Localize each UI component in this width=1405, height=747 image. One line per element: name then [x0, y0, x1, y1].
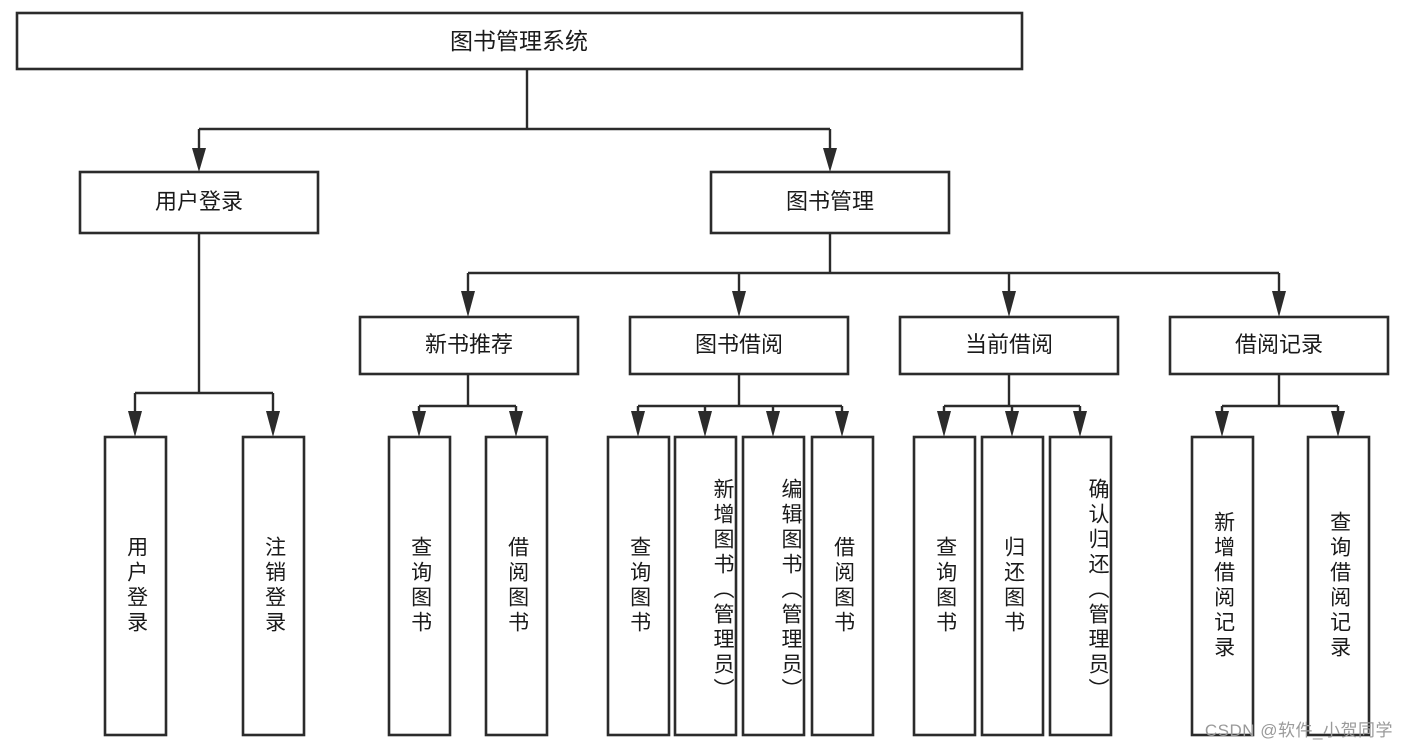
node-book-management[interactable]: 图书管理 — [709, 170, 951, 235]
leaf-node-group — [103, 435, 1371, 737]
node-current-borrow-label: 当前借阅 — [965, 332, 1053, 357]
leaf-box-return-book[interactable] — [980, 435, 1045, 737]
arrowhead-leaf-query-book-3 — [937, 411, 951, 437]
node-borrow-record-label: 借阅记录 — [1235, 332, 1323, 357]
leaf-box-borrow-book-2[interactable] — [810, 435, 875, 737]
node-current-borrow-box[interactable] — [898, 315, 1120, 376]
node-new-book-recommend-label: 新书推荐 — [425, 332, 513, 357]
arrowhead-leaf-query-record — [1331, 411, 1345, 437]
node-root-label: 图书管理系统 — [450, 28, 588, 54]
node-borrow-record-box[interactable] — [1168, 315, 1390, 376]
leaf-box-query-record[interactable] — [1306, 435, 1371, 737]
connector-group-userlogin-to-leaves — [128, 233, 280, 437]
node-root-box[interactable] — [15, 11, 1024, 71]
leaf-box-confirm-return[interactable] — [1048, 435, 1113, 737]
leaf-box-add-record[interactable] — [1190, 435, 1255, 737]
node-user-login-label: 用户登录 — [155, 189, 243, 214]
leaf-box-borrow-book-1[interactable] — [484, 435, 549, 737]
leaf-box-query-book-1[interactable] — [387, 435, 452, 737]
node-current-borrow[interactable]: 当前借阅 — [898, 315, 1120, 376]
leaf-box-query-book-3[interactable] — [912, 435, 977, 737]
node-book-management-label: 图书管理 — [786, 189, 874, 214]
connector-group-bookmgmt-to-level3 — [461, 233, 1286, 317]
arrowhead-leaf-add-book — [698, 411, 712, 437]
node-borrow-record[interactable]: 借阅记录 — [1168, 315, 1390, 376]
node-root[interactable]: 图书管理系统 — [15, 11, 1024, 71]
leaf-box-add-book[interactable] — [673, 435, 738, 737]
arrowhead-new-book-rec — [461, 291, 475, 317]
arrowhead-current-borrow — [1002, 291, 1016, 317]
node-book-borrow-label: 图书借阅 — [695, 332, 783, 357]
connector-group-currentborrow-to-leaves — [937, 374, 1087, 437]
arrowhead-user-login — [192, 148, 206, 172]
node-new-book-recommend-box[interactable] — [358, 315, 580, 376]
connector-group-root-to-level2 — [192, 69, 837, 172]
watermark-text: CSDN @软件_小贺同学 — [1204, 721, 1393, 740]
arrowhead-book-borrow — [732, 291, 746, 317]
node-new-book-recommend[interactable]: 新书推荐 — [358, 315, 580, 376]
arrowhead-book-mgmt — [823, 148, 837, 172]
node-book-borrow[interactable]: 图书借阅 — [628, 315, 850, 376]
leaf-box-edit-book[interactable] — [741, 435, 806, 737]
arrowhead-leaf-edit-book — [766, 411, 780, 437]
arrowhead-leaf-confirm-return — [1073, 411, 1087, 437]
connector-group-bookborrow-to-leaves — [631, 374, 849, 437]
node-user-login[interactable]: 用户登录 — [78, 170, 320, 235]
arrowhead-leaf-query-book-1 — [412, 411, 426, 437]
node-book-management-box[interactable] — [709, 170, 951, 235]
arrowhead-leaf-add-record — [1215, 411, 1229, 437]
arrowhead-leaf-query-book-2 — [631, 411, 645, 437]
arrowhead-leaf-return-book — [1005, 411, 1019, 437]
leaf-box-query-book-2[interactable] — [606, 435, 671, 737]
node-book-borrow-box[interactable] — [628, 315, 850, 376]
arrowhead-leaf-logout — [266, 411, 280, 437]
arrowhead-borrow-record — [1272, 291, 1286, 317]
leaf-box-logout[interactable] — [241, 435, 306, 737]
connector-group-borrowrecord-to-leaves — [1215, 374, 1345, 437]
arrowhead-leaf-user-login — [128, 411, 142, 437]
arrowhead-leaf-borrow-book-1 — [509, 411, 523, 437]
connector-group-newbookrec-to-leaves — [412, 374, 523, 437]
node-user-login-box[interactable] — [78, 170, 320, 235]
arrowhead-leaf-borrow-book-2 — [835, 411, 849, 437]
leaf-box-user-login[interactable] — [103, 435, 168, 737]
